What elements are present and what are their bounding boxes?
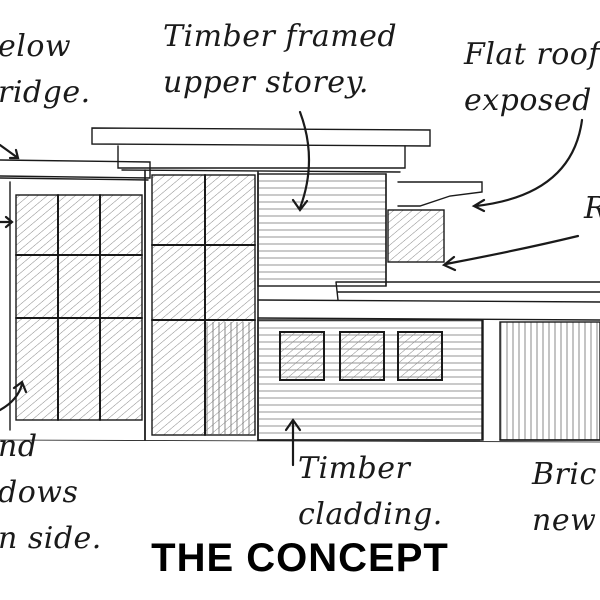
upper-roof (91, 127, 431, 147)
arrow-below-ridge (0, 143, 20, 160)
upper-cladding (257, 173, 387, 287)
annotation-line: ridge. (0, 75, 91, 110)
annotation-line: new (532, 503, 597, 538)
upper-right-window (387, 209, 445, 263)
annotation-flat-roofs: Flat roofs exposed e (464, 32, 600, 124)
annotation-r-label: R (584, 186, 600, 232)
lower-window-2 (339, 331, 385, 381)
annotation-line: nd (0, 429, 38, 464)
annotation-line: Bric (532, 457, 597, 492)
page-title: THE CONCEPT (151, 536, 449, 580)
arrow-ground-windows (0, 380, 28, 412)
annotation-line: dows (0, 475, 79, 510)
annotation-line: upper storey. (163, 65, 369, 100)
lower-window-1 (279, 331, 325, 381)
annotation-line: elow (0, 29, 72, 64)
arrow-timber-cladding (284, 418, 302, 467)
annotation-timber-upper: Timber framed upper storey. (163, 14, 397, 106)
annotation-below-ridge: elow ridge. (0, 24, 91, 116)
annotation-line: Timber framed (163, 19, 398, 54)
arrow-timber-upper (291, 110, 311, 212)
annotation-line: R (584, 186, 600, 232)
lower-window-3 (397, 331, 443, 381)
annotation-brick: Bric new (532, 452, 597, 544)
annotation-line: Timber (298, 451, 411, 486)
annotation-line: cladding. (298, 497, 443, 532)
garage-door (499, 321, 600, 441)
lower-roof (335, 281, 600, 301)
annotation-arrows (0, 110, 584, 467)
annotation-timber-cladding: Timber cladding. (298, 446, 443, 538)
annotation-line: Flat roofs (464, 37, 600, 72)
arrow-r-label (441, 234, 580, 272)
arrow-flat-roofs (471, 118, 584, 213)
annotation-line: n side. (0, 521, 102, 556)
annotation-line: exposed e (464, 83, 600, 118)
left-roof (0, 159, 151, 179)
arrow-left-glazing (0, 215, 14, 229)
left-glazing (15, 194, 143, 421)
flat-roof-small (397, 181, 483, 207)
annotation-ground-windows: nd dows n side. (0, 424, 102, 562)
